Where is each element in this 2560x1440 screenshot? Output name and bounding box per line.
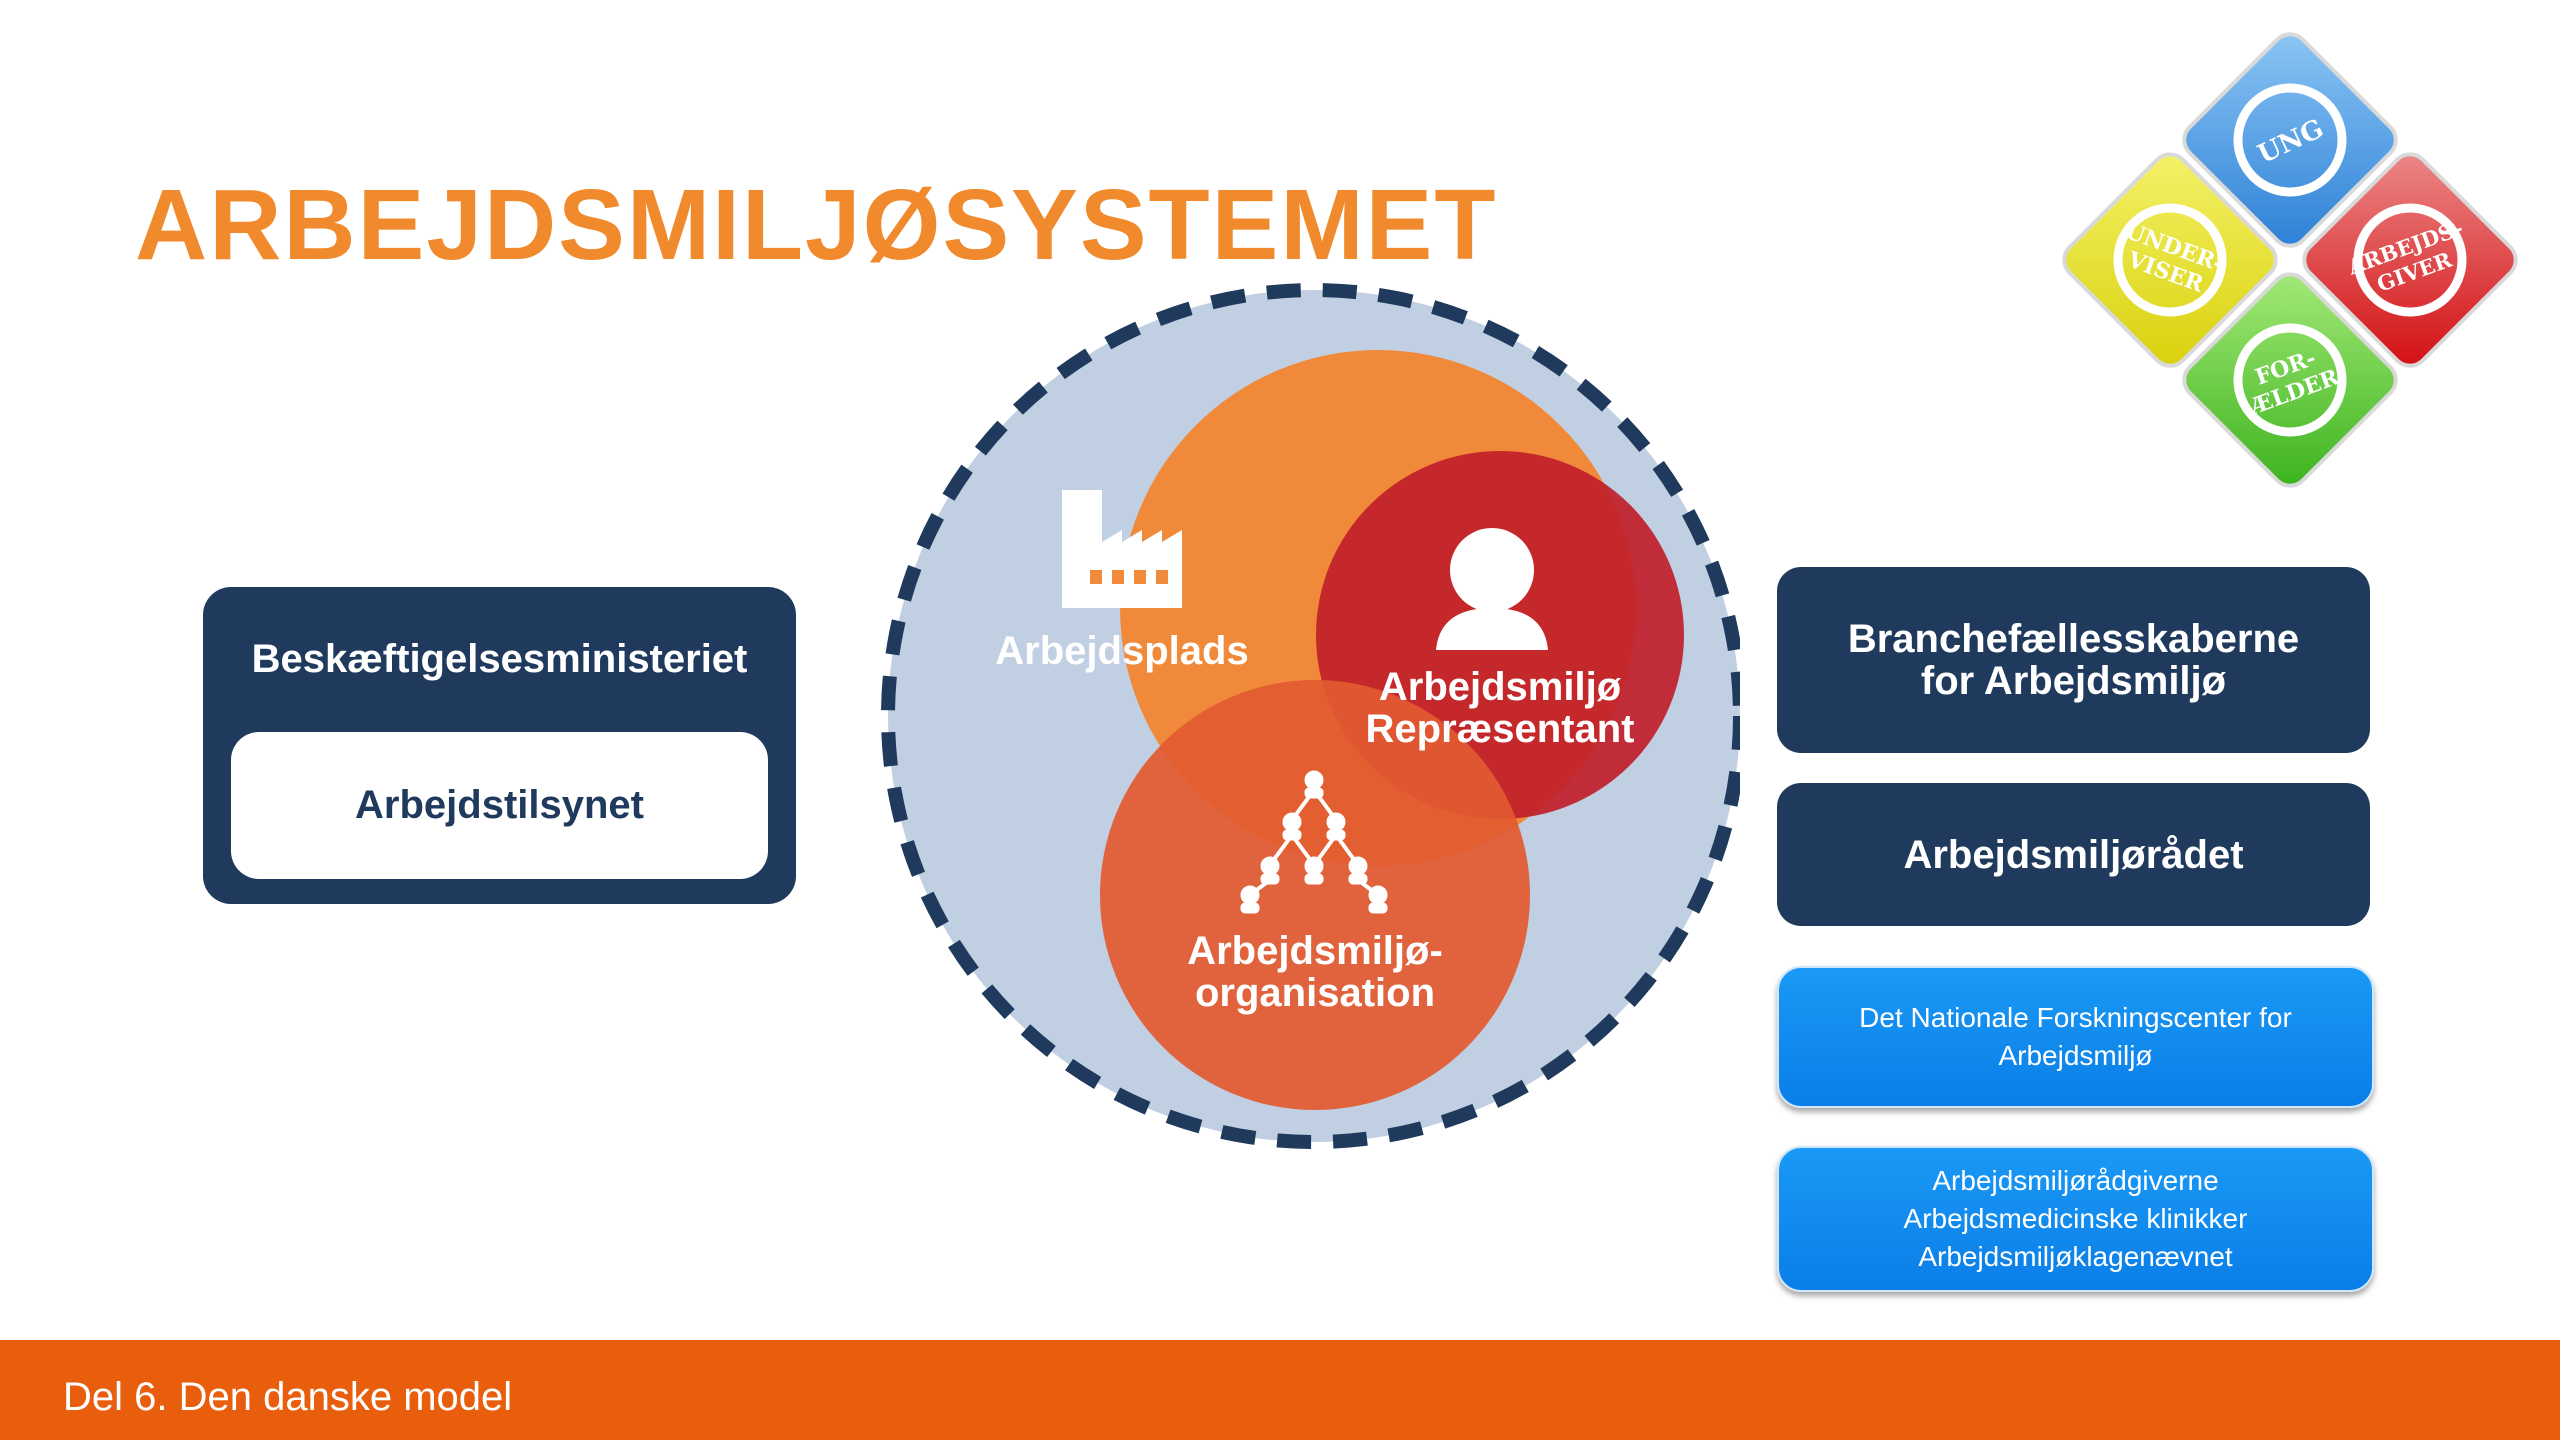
person-icon: [1436, 528, 1548, 650]
advisors-box: Arbejdsmiljørådgiverne Arbejdsmedicinske…: [1777, 1146, 2374, 1292]
work-environment-council-label: Arbejdsmiljørådet: [1903, 832, 2244, 877]
logo-diamond-top: UNG: [2182, 32, 2398, 248]
advisors-line1: Arbejdsmiljørådgiverne: [1932, 1165, 2219, 1196]
logo-diamond-left: UNDER- VISER: [2062, 152, 2278, 368]
branch-communities-line1: Branchefællesskaberne: [1847, 617, 2300, 661]
page-title: ARBEJDSMILJØSYSTEMET: [135, 169, 1498, 281]
organisation-label-line2: organisation: [1194, 971, 1436, 1015]
representative-label-line1: Arbejdsmiljø: [1378, 665, 1622, 709]
logo-diamond-right: ARBEJDS- GIVER: [2302, 152, 2518, 368]
footer-bar: [0, 1340, 2560, 1440]
research-centre-box: Det Nationale Forskningscenter for Arbej…: [1777, 966, 2374, 1108]
ministry-box: Beskæftigelsesministeriet Arbejdstilsyne…: [203, 587, 796, 904]
advisors-line3: Arbejdsmiljøklagenævnet: [1918, 1241, 2233, 1272]
branch-communities-line2: for Arbejdsmiljø: [1920, 659, 2227, 703]
ministry-label: Beskæftigelsesministeriet: [251, 637, 748, 681]
factory-icon: [1062, 490, 1182, 608]
logo-diamond-bottom: FOR- ÆLDER: [2182, 272, 2398, 488]
organisation-label: Arbejdsmiljø- organisation: [1155, 930, 1475, 1014]
advisors-line2: Arbejdsmedicinske klinikker: [1903, 1203, 2248, 1234]
venn-diagram: [881, 283, 1740, 1149]
research-centre-line2: Arbejdsmiljø: [1998, 1040, 2153, 1071]
logo: UNG UNDER- VISER ARBEJDS- GIVER FOR- ÆLD…: [2062, 32, 2518, 488]
research-centre-line1: Det Nationale Forskningscenter for: [1859, 1002, 2292, 1033]
agency-box: Arbejdstilsynet: [231, 732, 768, 879]
work-environment-council-box: Arbejdsmiljørådet: [1777, 783, 2370, 926]
hierarchy-icon: [1240, 770, 1388, 914]
workplace-label: Arbejdsplads: [995, 629, 1249, 673]
footer-text: Del 6. Den danske model: [63, 1375, 513, 1419]
branch-communities-box: Branchefællesskaberne for Arbejdsmiljø: [1777, 567, 2370, 753]
organisation-label-line1: Arbejdsmiljø-: [1187, 929, 1443, 973]
organisation-circle: [1100, 680, 1530, 1110]
representative-label: Arbejdsmiljø Repræsentant: [1340, 666, 1660, 750]
representative-label-line2: Repræsentant: [1365, 707, 1635, 751]
agency-label: Arbejdstilsynet: [355, 783, 644, 827]
